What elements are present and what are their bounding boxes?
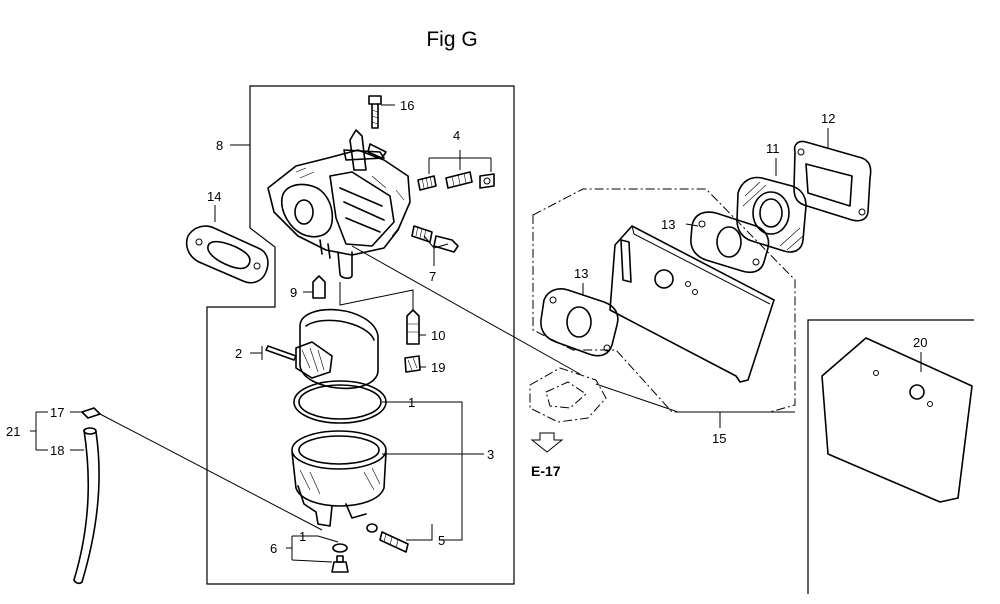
float [295,308,379,390]
part-16-screw [368,95,382,129]
carburetor-to-plate-line [351,245,795,413]
part-13-gasket-lower [540,288,619,357]
part-6-bolt [331,543,349,573]
part-11-insulator [736,176,807,253]
callout-9: 9 [290,285,297,300]
air-cleaner-duct [529,367,607,423]
callout-14: 14 [207,189,221,204]
callout-17: 17 [50,405,64,420]
callout-10: 10 [431,328,445,343]
part-2-pin [265,345,297,361]
callout-15: 15 [712,431,726,446]
callout-8: 8 [216,138,223,153]
part-19-clip [404,355,421,373]
e17-reference-label: E-17 [531,463,561,479]
part-15-plate [609,225,775,383]
part-1-o-ring [293,380,387,424]
part-13-gasket-upper [690,211,770,274]
callout-1-lower: 1 [299,529,306,544]
carburetor-assembly-frame [206,85,515,585]
e17-reference-arrow-icon [530,432,564,453]
callout-6: 6 [270,541,277,556]
callout-4: 4 [453,128,460,143]
part-12-gasket [793,140,872,222]
figure-title: Fig G [426,28,477,51]
carburetor-body [267,129,411,279]
callout-7: 7 [429,269,436,284]
part-18-tube [73,427,100,585]
part-14-gasket [185,225,269,284]
callout-13-upper: 13 [661,217,675,232]
callout-19: 19 [431,360,445,375]
part-3-float-bowl [291,430,387,527]
callout-5: 5 [438,533,445,548]
part-4-screws [417,171,495,191]
part-10-needle [406,309,420,345]
callout-12: 12 [821,111,835,126]
callout-2: 2 [235,346,242,361]
part-20-gasket [821,337,973,503]
callout-21: 21 [6,424,20,439]
part-9-jet [312,275,326,299]
leader-lines [30,104,922,563]
callout-1-upper: 1 [408,395,415,410]
callout-20: 20 [913,335,927,350]
callout-18: 18 [50,443,64,458]
part-17-washer [81,407,101,419]
callout-16: 16 [400,98,414,113]
callout-11: 11 [766,141,780,156]
callout-3: 3 [487,447,494,462]
callout-labels: 16 4 8 14 7 9 10 2 19 1 3 5 6 1 17 18 21… [6,98,927,556]
part-20-frame [807,319,974,594]
part-7-screw [411,225,459,253]
callout-13-lower: 13 [574,266,588,281]
part-5-drain-screw [366,523,409,553]
